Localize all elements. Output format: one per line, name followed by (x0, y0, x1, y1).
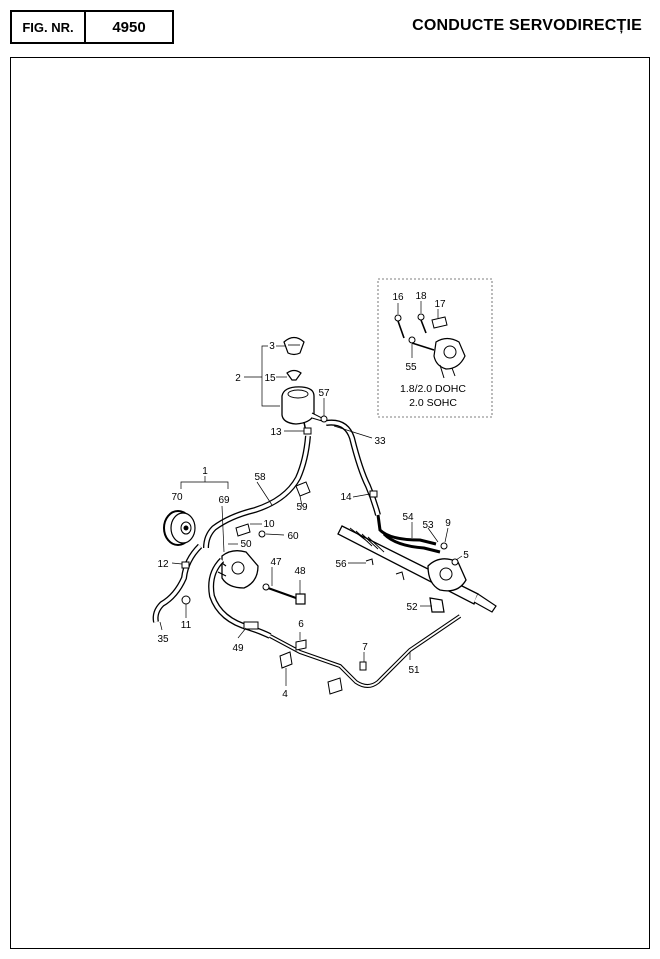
callout-16: 16 (392, 292, 404, 303)
fitting-5 (451, 558, 459, 566)
reservoir-cap (283, 336, 305, 356)
pump-pulley (163, 510, 196, 546)
callout-10: 10 (263, 519, 275, 530)
callout-58: 58 (254, 472, 266, 483)
hose-35 (152, 543, 203, 623)
clamp-13 (303, 427, 312, 435)
callout-51: 51 (408, 665, 420, 676)
callout-57: 57 (318, 388, 330, 399)
hose-clip-59 (295, 481, 311, 497)
line-clip-7 (359, 661, 367, 671)
callout-47: 47 (270, 557, 282, 568)
hose-fitting (243, 621, 259, 630)
callout-50: 50 (240, 539, 252, 550)
callout-2: 2 (235, 373, 241, 384)
inset-bracket-17 (431, 316, 448, 329)
callout-48: 48 (294, 566, 306, 577)
callout-6: 6 (298, 619, 304, 630)
callout-33: 33 (374, 436, 386, 447)
figure-number-box: FIG. NR. 4950 (10, 10, 174, 44)
callout-7: 7 (362, 642, 368, 653)
bolt-47 (262, 583, 297, 599)
leader-lines (159, 301, 463, 686)
callout-52: 52 (406, 602, 418, 613)
nut-48 (295, 593, 306, 605)
callout-12: 12 (157, 559, 169, 570)
callout-3: 3 (269, 341, 275, 352)
callout-56: 56 (335, 559, 347, 570)
inset-bolt-16 (394, 314, 405, 339)
callout-53: 53 (422, 520, 434, 531)
figure-label: FIG. NR. (12, 12, 86, 42)
cap-seal (286, 369, 302, 381)
callout-49: 49 (232, 643, 244, 654)
callout-17: 17 (434, 299, 446, 310)
inset-bolt-55 (408, 336, 435, 351)
bracket-10 (235, 523, 251, 537)
inset-bolt-18 (417, 313, 427, 334)
callout-70: 70 (171, 492, 183, 503)
callout-14: 14 (340, 492, 352, 503)
bracket-52 (429, 597, 445, 613)
fluid-reservoir (281, 386, 323, 433)
callout-15: 15 (264, 373, 276, 384)
callout-35: 35 (157, 634, 169, 645)
callout-60: 60 (287, 531, 299, 542)
inset-note-line2: 2.0 SOHC (409, 397, 457, 409)
clip-small (395, 571, 405, 581)
rack-line-53 (382, 532, 441, 554)
callout-59: 59 (296, 502, 308, 513)
line-bracket (327, 677, 343, 695)
callout-4: 4 (282, 689, 288, 700)
figure-number: 4950 (112, 18, 146, 36)
clip-56 (365, 558, 374, 566)
callout-13: 13 (270, 427, 282, 438)
inset-box (377, 278, 493, 418)
inset-note-line1: 1.8/2.0 DOHC (400, 383, 466, 395)
diagram-frame (10, 57, 650, 949)
callout-54: 54 (402, 512, 414, 523)
callout-5: 5 (463, 550, 469, 561)
power-steering-pump (217, 550, 259, 589)
callout-69: 69 (218, 495, 230, 506)
callout-55: 55 (405, 362, 417, 373)
page-title: CONDUCTE SERVODIRECȚIE (412, 17, 642, 34)
clamp-11 (181, 595, 191, 605)
callout-1: 1 (202, 466, 208, 477)
clamp-12 (181, 561, 190, 569)
inset-pump (433, 337, 466, 379)
rack-line-54 (376, 514, 437, 546)
callout-18: 18 (415, 291, 427, 302)
steering-rack (337, 525, 497, 613)
callout-9: 9 (445, 518, 451, 529)
bolt-60 (258, 530, 266, 538)
fitting-9 (440, 542, 448, 550)
line-clip-6 (295, 639, 307, 651)
clamp-14 (369, 490, 378, 498)
callout-11: 11 (181, 620, 192, 631)
clamp-57 (320, 415, 328, 423)
line-clip-4 (279, 651, 293, 669)
